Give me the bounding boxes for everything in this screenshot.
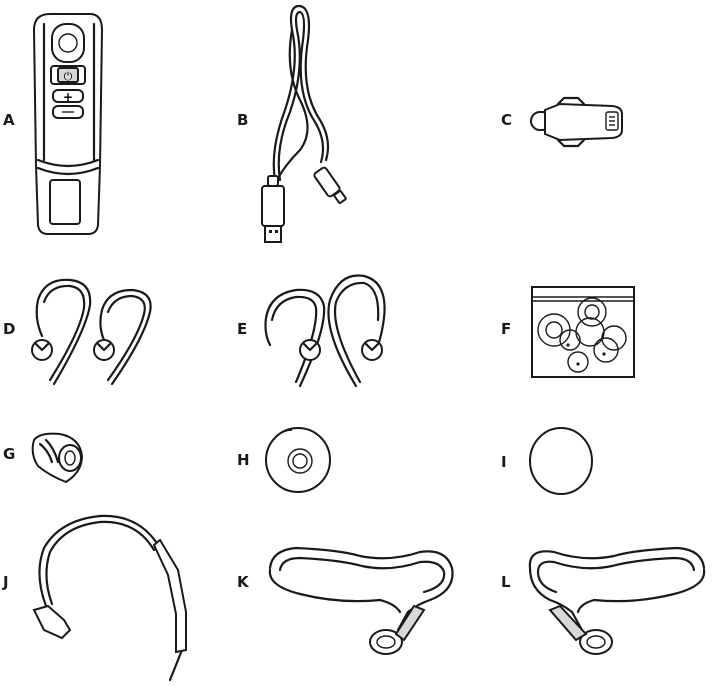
- car-charger-icon: [531, 98, 622, 146]
- cd-disc-icon: [266, 428, 330, 492]
- magnet-disc-icon: [530, 428, 592, 494]
- bluetooth-headset-icon: ⏻ +: [34, 14, 102, 234]
- power-symbol: ⏻: [64, 70, 73, 83]
- neckband-right-icon: [530, 548, 704, 654]
- headband-icon: [34, 516, 186, 680]
- neckband-left-icon: [270, 548, 453, 654]
- ear-gels-bag-icon: [532, 287, 634, 377]
- large-ear-hooks-icon: [266, 276, 385, 387]
- ear-gel-icon: [33, 434, 82, 482]
- small-ear-hooks-icon: [32, 280, 151, 384]
- usb-cable-icon: [262, 6, 346, 242]
- plus-symbol: +: [63, 90, 73, 104]
